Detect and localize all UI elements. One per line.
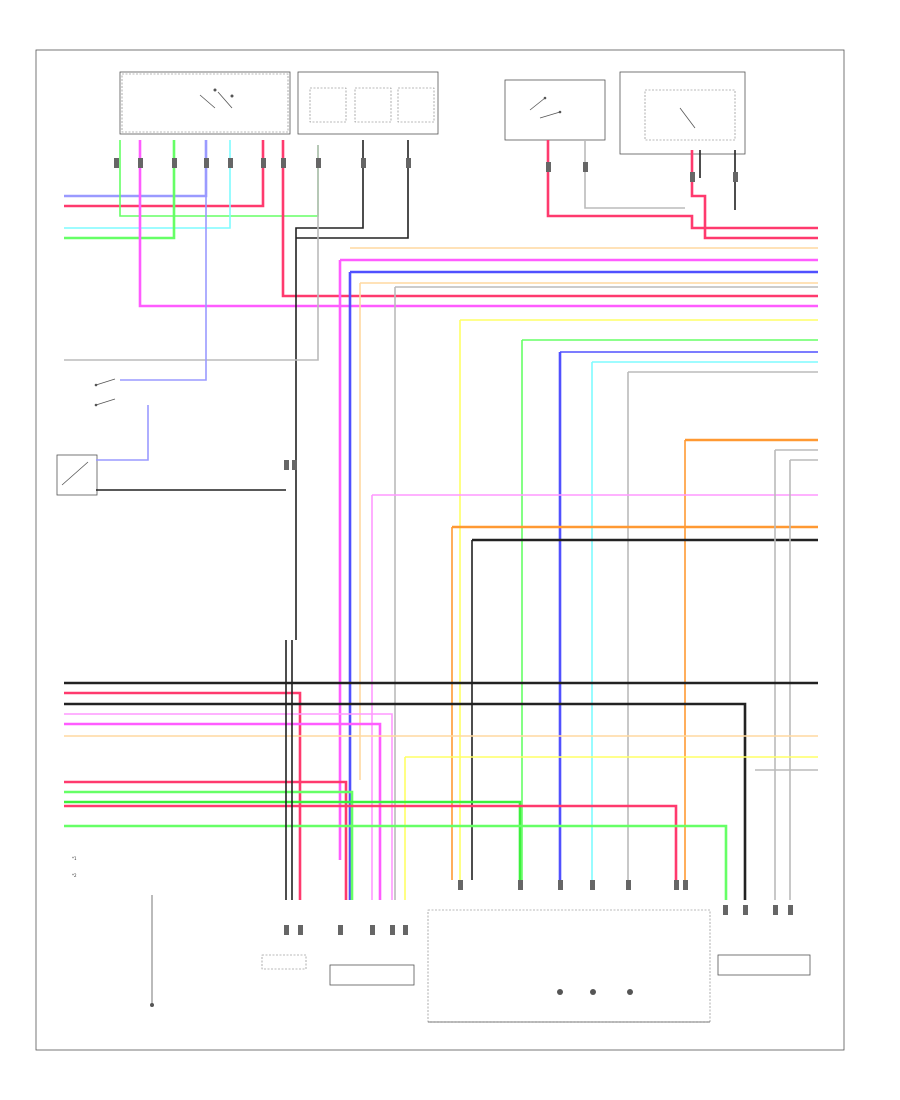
left-sensor-box [56, 454, 98, 496]
top-left-component [119, 71, 291, 135]
legend-symbol-1: *1 [72, 856, 77, 861]
legend: *1 *2 [72, 856, 77, 878]
left-switch [94, 378, 116, 407]
top-right-relay-block [619, 71, 746, 155]
top-switch-block [504, 79, 606, 141]
top-relay-block [297, 71, 439, 135]
bottom-right-sensor [717, 954, 811, 976]
legend-symbol-2: *2 [72, 873, 77, 878]
wire-group-bottom [64, 640, 818, 900]
wire-group-top [64, 140, 818, 900]
diagram-frame [35, 49, 845, 1051]
bottom-sensor-a [261, 954, 307, 970]
bottom-sensor-b [329, 964, 415, 986]
bottom-solenoid-assembly [427, 909, 711, 1023]
bottom-left-ground-component [150, 895, 154, 1007]
connector-marks [114, 158, 793, 935]
